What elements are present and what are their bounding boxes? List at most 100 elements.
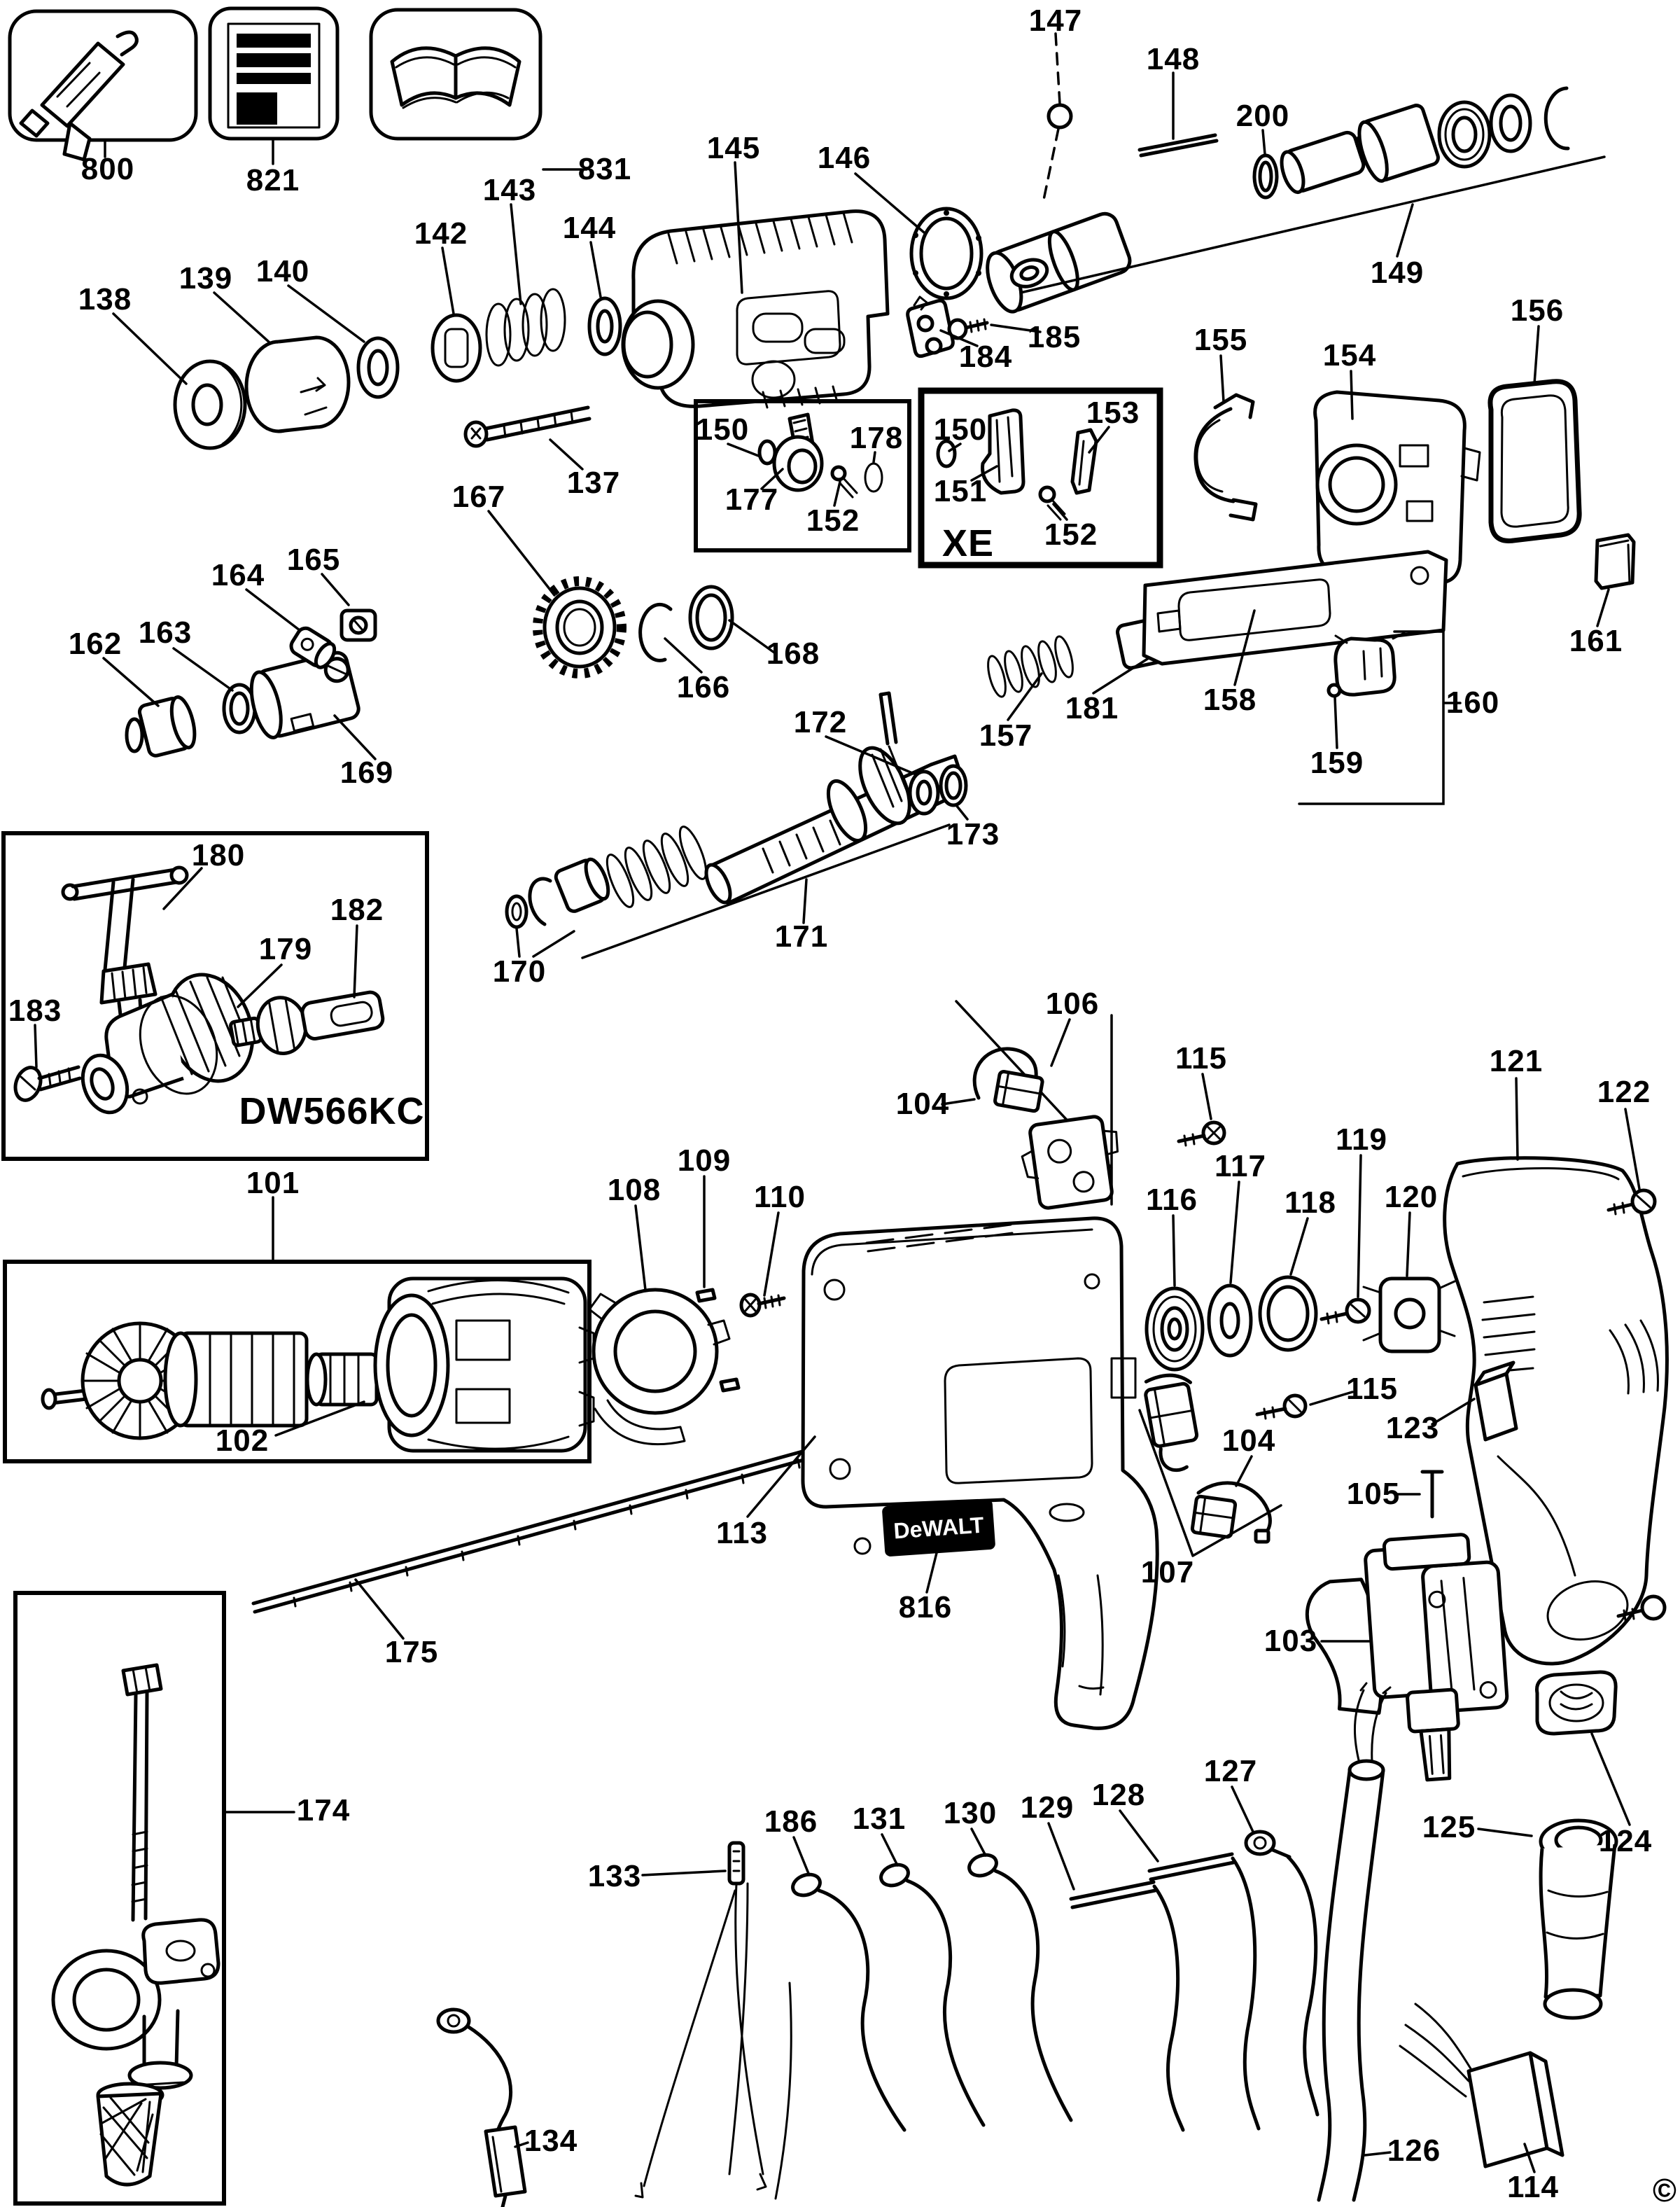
part-label-103: 103 bbox=[1264, 1624, 1318, 1658]
part-label-114: 114 bbox=[1507, 2170, 1559, 2204]
spindle-assembly-149 bbox=[986, 32, 1606, 314]
part-label-155: 155 bbox=[1194, 323, 1248, 357]
screw-183 bbox=[13, 1065, 82, 1102]
part-label-158: 158 bbox=[1203, 683, 1257, 717]
screw-137 bbox=[463, 405, 592, 448]
part-label-175: 175 bbox=[384, 1635, 439, 1669]
part-label-160: 160 bbox=[1446, 685, 1500, 720]
ring-168 bbox=[688, 585, 776, 654]
part-label-123: 123 bbox=[1385, 1411, 1440, 1445]
brush-holder-106-104 bbox=[941, 1000, 1119, 1210]
part-label-157: 157 bbox=[979, 718, 1033, 753]
dw566kc-kit-box bbox=[1, 831, 429, 1161]
part-label-150: 150 bbox=[933, 412, 988, 447]
screw-110 bbox=[739, 1211, 786, 1318]
part-label-146: 146 bbox=[817, 141, 872, 175]
part-label-115: 115 bbox=[1175, 1041, 1227, 1075]
lead-wires bbox=[791, 1785, 1320, 2132]
part-label-127: 127 bbox=[1203, 1754, 1258, 1788]
part-label-170: 170 bbox=[492, 954, 547, 989]
handle-cover-121 bbox=[1431, 1077, 1669, 1666]
part-label-171: 171 bbox=[774, 919, 829, 954]
cord-protector-114 bbox=[1399, 2003, 1564, 2173]
clamp-body bbox=[51, 1918, 220, 2090]
switch-area bbox=[1138, 1373, 1509, 1782]
motor-housing-145 bbox=[621, 161, 890, 409]
power-cord-126 bbox=[1317, 1682, 1392, 2202]
part-label-816: 816 bbox=[898, 1590, 953, 1624]
snap-ring-166 bbox=[638, 602, 703, 674]
part-label-101: 101 bbox=[246, 1166, 300, 1200]
part-label-DW566KC: DW566KC bbox=[239, 1090, 425, 1132]
part-label-118: 118 bbox=[1284, 1185, 1336, 1220]
part-label-113: 113 bbox=[716, 1516, 768, 1550]
side-handle-kit-174 bbox=[13, 1591, 295, 2206]
part-label-109: 109 bbox=[677, 1143, 732, 1178]
option-box-standard bbox=[694, 399, 911, 552]
part-label-186: 186 bbox=[764, 1804, 818, 1839]
part-label-169: 169 bbox=[340, 756, 394, 790]
part-label-148: 148 bbox=[1146, 42, 1200, 76]
part-label-173: 173 bbox=[946, 817, 1000, 851]
plate-184-screw-185 bbox=[906, 295, 1042, 358]
part-label-139: 139 bbox=[178, 261, 233, 295]
part-label-122: 122 bbox=[1597, 1075, 1651, 1109]
part-label-200: 200 bbox=[1236, 99, 1290, 133]
armature-102 bbox=[41, 1321, 412, 1440]
part-label-137: 137 bbox=[566, 466, 621, 500]
side-handle bbox=[1477, 1670, 1631, 2020]
part-label-831: 831 bbox=[578, 152, 632, 186]
part-label-184: 184 bbox=[958, 340, 1013, 374]
brush-clip-155 bbox=[1194, 354, 1258, 522]
part-label-181: 181 bbox=[1065, 691, 1119, 725]
adapter-182 bbox=[229, 990, 385, 1055]
nameplate-icon bbox=[227, 22, 321, 129]
cord-clamp-120 bbox=[1362, 1276, 1456, 1353]
part-label-183: 183 bbox=[8, 994, 62, 1028]
manual-book-icon bbox=[390, 46, 522, 109]
gasket-146 bbox=[854, 172, 983, 300]
part-label-168: 168 bbox=[766, 636, 820, 671]
part-label-142: 142 bbox=[414, 216, 468, 251]
part-label-164: 164 bbox=[211, 558, 265, 592]
part-label-166: 166 bbox=[676, 670, 731, 704]
part-label-154: 154 bbox=[1322, 338, 1377, 373]
part-label-150: 150 bbox=[695, 412, 750, 447]
part-label-XE: XE bbox=[941, 522, 995, 564]
part-label-108: 108 bbox=[607, 1173, 662, 1207]
clamp-bolt bbox=[121, 1663, 163, 1922]
block-161 bbox=[1594, 533, 1636, 627]
plate-158 bbox=[1142, 550, 1448, 686]
part-label-182: 182 bbox=[330, 893, 384, 927]
chuck-nose-parts bbox=[112, 203, 622, 471]
part-label-105: 105 bbox=[1346, 1477, 1401, 1511]
part-label-128: 128 bbox=[1091, 1778, 1146, 1812]
spring-157 bbox=[987, 635, 1074, 721]
part-label-159: 159 bbox=[1310, 746, 1364, 780]
motor-box-101 bbox=[3, 1196, 595, 1463]
part-label-161: 161 bbox=[1569, 624, 1623, 658]
part-label-129: 129 bbox=[1020, 1790, 1074, 1825]
part-label-106: 106 bbox=[1045, 987, 1100, 1021]
part-label-104: 104 bbox=[1222, 1423, 1276, 1458]
part-label-821: 821 bbox=[246, 163, 300, 197]
lead-wire-134 bbox=[436, 2007, 529, 2207]
part-label-178: 178 bbox=[849, 421, 904, 455]
part-label-124: 124 bbox=[1598, 1824, 1653, 1858]
part-label-156: 156 bbox=[1510, 293, 1564, 328]
part-label-104: 104 bbox=[895, 1087, 950, 1121]
bearing-stack bbox=[1144, 1073, 1456, 1372]
part-label-174: 174 bbox=[296, 1793, 351, 1827]
part-label-165: 165 bbox=[286, 543, 341, 577]
part-label-180: 180 bbox=[191, 838, 246, 872]
part-label-130: 130 bbox=[943, 1796, 997, 1830]
grip-cone bbox=[96, 2082, 164, 2187]
switch-103 bbox=[1305, 1533, 1509, 1782]
part-label-107: 107 bbox=[1140, 1555, 1195, 1589]
part-label-163: 163 bbox=[138, 615, 192, 650]
part-label-151: 151 bbox=[933, 474, 988, 508]
manual-box bbox=[369, 8, 588, 171]
field-stator bbox=[373, 1276, 595, 1453]
part-label-110: 110 bbox=[754, 1180, 806, 1214]
part-label-167: 167 bbox=[451, 480, 506, 514]
